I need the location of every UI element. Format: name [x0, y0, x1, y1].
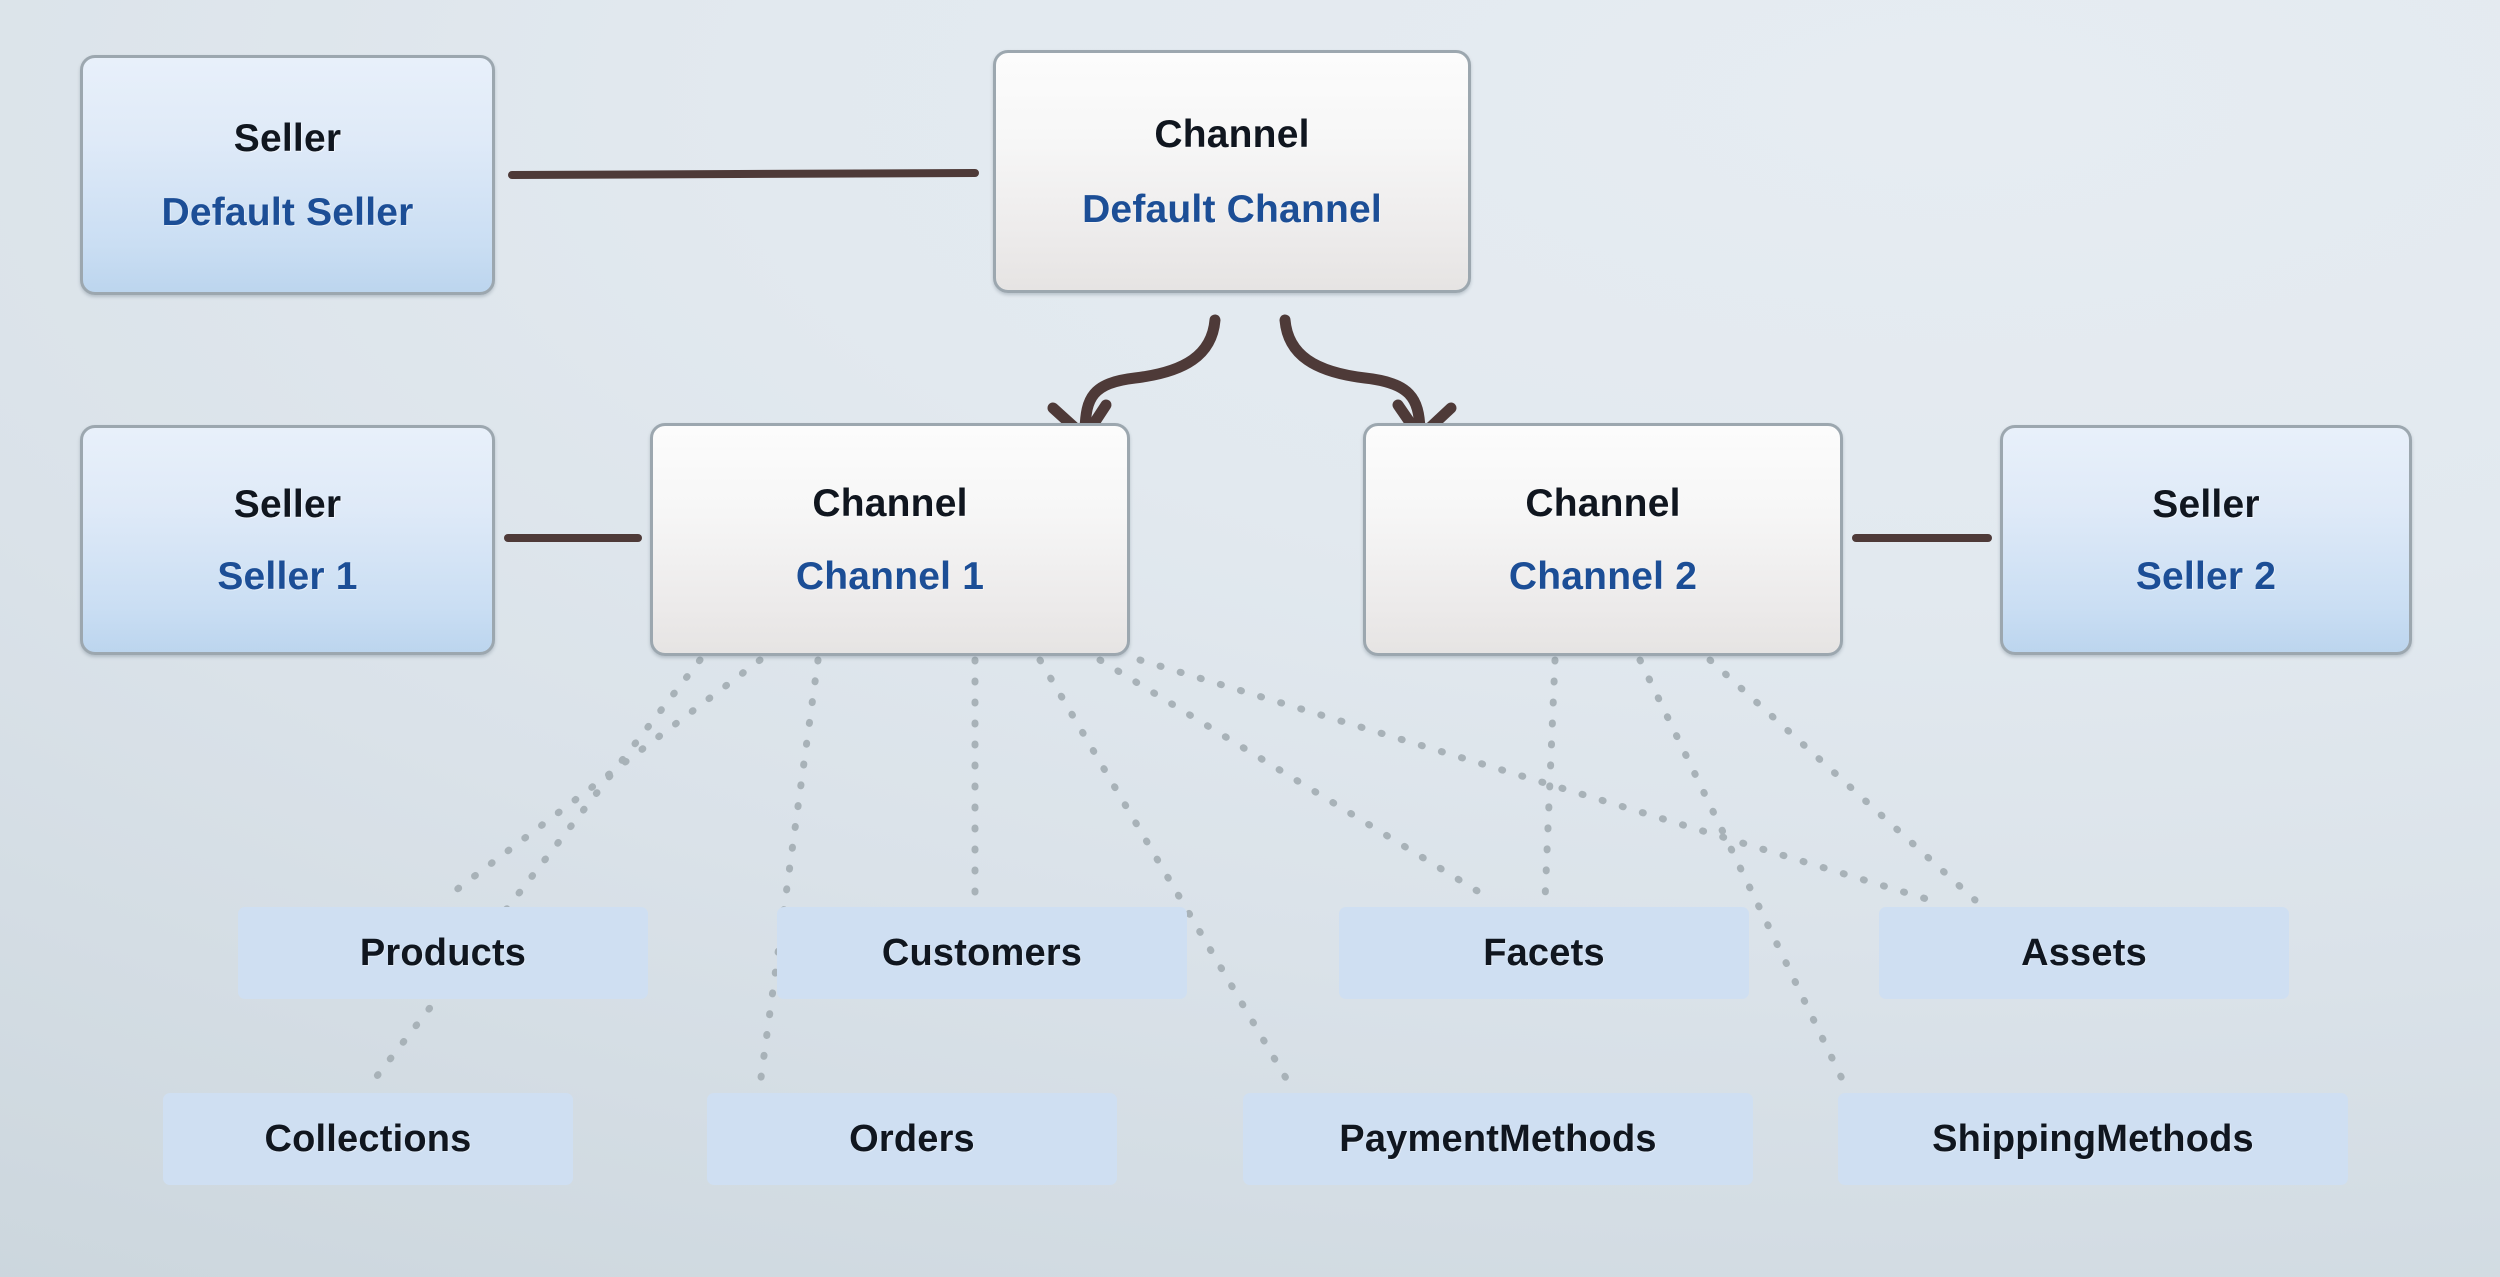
dotted-channel2-shippingmethods [1636, 656, 1849, 1089]
node-name-label: Channel 1 [795, 554, 985, 598]
arrow-default-channel-to-channel1 [1047, 314, 1221, 443]
dotted-channel2-facets [1541, 656, 1559, 904]
node-name-label: Default Seller [161, 191, 414, 235]
leaf-shippingmethods[interactable]: ShippingMethods [1838, 1093, 2348, 1185]
arrow-default-channel-to-channel2 [1279, 314, 1457, 443]
dotted-channel1-facets [1096, 656, 1496, 904]
dotted-links-channel2 [1541, 656, 1979, 1089]
leaf-assets[interactable]: Assets [1879, 907, 2289, 999]
dotted-channel1-paymentmethods [1036, 656, 1294, 1089]
leaf-products[interactable]: Products [238, 907, 648, 999]
node-name-label: Channel 2 [1508, 554, 1698, 598]
node-name-label: Seller 2 [2135, 554, 2277, 598]
leaf-facets[interactable]: Facets [1339, 907, 1749, 999]
node-channel-2[interactable]: Channel Channel 2 [1363, 423, 1843, 656]
node-type-label: Channel [1525, 482, 1681, 526]
node-type-label: Seller [233, 483, 342, 527]
node-type-label: Seller [233, 116, 342, 160]
leaf-orders[interactable]: Orders [707, 1093, 1117, 1185]
dotted-links-channel1 [366, 656, 1934, 1089]
node-type-label: Seller [2152, 483, 2260, 527]
leaf-paymentmethods[interactable]: PaymentMethods [1243, 1093, 1753, 1185]
node-default-seller[interactable]: Seller Default Seller [80, 55, 495, 295]
dotted-channel2-assets [1706, 656, 1979, 904]
node-seller-1[interactable]: Seller Seller 1 [80, 425, 495, 655]
node-channel-1[interactable]: Channel Channel 1 [650, 423, 1130, 656]
dotted-channel1-assets [1136, 656, 1934, 904]
link-default-seller-default-channel [508, 169, 979, 179]
dotted-channel1-products [439, 656, 764, 904]
leaf-collections[interactable]: Collections [163, 1093, 573, 1185]
node-type-label: Channel [812, 482, 968, 526]
dotted-channel1-orders [756, 656, 822, 1089]
node-name-label: Default Channel [1082, 188, 1382, 232]
node-seller-2[interactable]: Seller Seller 2 [2000, 425, 2412, 655]
leaf-customers[interactable]: Customers [777, 907, 1187, 999]
node-default-channel[interactable]: Channel Default Channel [993, 50, 1471, 293]
dotted-channel1-collections [366, 656, 704, 1089]
node-type-label: Channel [1154, 112, 1310, 156]
node-name-label: Seller 1 [217, 554, 358, 598]
